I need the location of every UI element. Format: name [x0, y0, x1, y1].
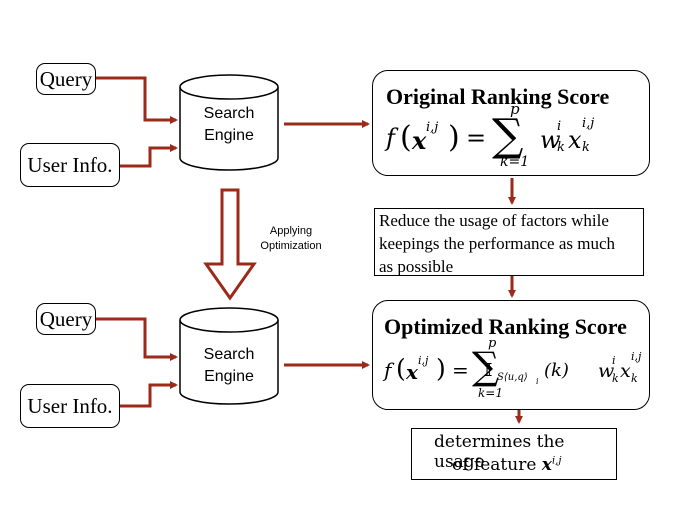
- query-label-top: Query: [39, 66, 93, 91]
- search-engine-cylinder-top: [179, 74, 279, 171]
- user-info-box-bottom: User Info.: [20, 384, 120, 428]
- arrow-query-to-engine-bottom: [96, 317, 178, 361]
- search-engine-label-top: Search Engine: [203, 105, 255, 144]
- reduce-note-box: Reduce the usage of factors while keepin…: [374, 208, 644, 276]
- query-box-top: Query: [36, 63, 96, 95]
- feature-note-line1: determines the usage: [434, 432, 565, 472]
- optimized-score-formula: f ( x i,j ) = p ∑ k=1 𝕀 S⟨u,q⟩ i (k) w i…: [384, 336, 642, 400]
- user-info-label-top: User Info.: [27, 152, 113, 177]
- user-info-label-bottom: User Info.: [27, 393, 113, 418]
- original-score-title: Original Ranking Score: [386, 84, 610, 109]
- query-box-bottom: Query: [36, 303, 96, 335]
- applying-optimization-arrow: [203, 188, 257, 301]
- query-label-bottom: Query: [39, 306, 93, 331]
- original-score-formula: f ( x i,j ) = p ∑ k=1 w i k x i,j k: [386, 100, 595, 170]
- optimized-score-box: [372, 300, 650, 410]
- feature-note-box: determines the usage of feature xi,j: [411, 428, 617, 480]
- arrow-userinfo-to-engine-bottom: [120, 381, 178, 408]
- user-info-box-top: User Info.: [20, 143, 120, 187]
- arrow-userinfo-to-engine-top: [120, 144, 178, 168]
- search-engine-label-bottom: Search Engine: [203, 346, 255, 385]
- original-score-box: [372, 70, 650, 176]
- feature-note-line2: of feature xi,j: [452, 455, 562, 475]
- arrow-query-to-engine-top: [96, 76, 178, 124]
- optimized-score-title: Optimized Ranking Score: [384, 314, 627, 339]
- applying-optimization-label: Applying Optimization: [260, 225, 322, 252]
- search-engine-cylinder-bottom: [179, 307, 279, 405]
